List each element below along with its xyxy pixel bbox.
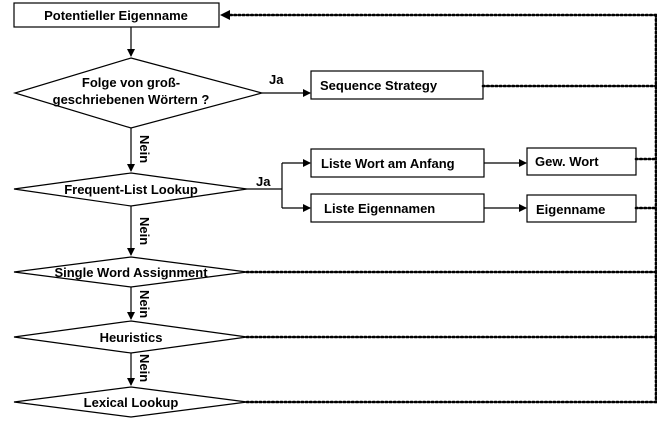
liste-wort-node: Liste Wort am Anfang <box>310 148 485 178</box>
liste-eigen-label: Liste Eigennamen <box>324 201 435 216</box>
decision-frequent-list-label: Frequent-List Lookup <box>64 182 198 197</box>
start-node-label: Potentieller Eigenname <box>44 8 188 23</box>
edge-label-ja-1: Ja <box>269 72 284 87</box>
feedback-lines <box>226 13 657 404</box>
decision-heuristics-label: Heuristics <box>100 330 163 345</box>
sequence-strategy-node: Sequence Strategy <box>310 70 484 100</box>
sequence-strategy-label: Sequence Strategy <box>320 78 438 93</box>
decision-lexical-lookup: Lexical Lookup <box>13 386 248 418</box>
start-node: Potentieller Eigenname <box>13 2 220 28</box>
edge-label-nein-3: Nein <box>137 290 152 318</box>
decision-uppercase-sequence: Folge von groß- geschriebenen Wörtern ? <box>12 57 265 129</box>
decision-single-word-label: Single Word Assignment <box>54 265 208 280</box>
eigenname-node: Eigenname <box>526 194 637 223</box>
decision-uppercase-sequence-line2: geschriebenen Wörtern ? <box>53 92 210 107</box>
decision-frequent-list: Frequent-List Lookup <box>13 172 248 207</box>
liste-eigen-node: Liste Eigennamen <box>310 193 485 223</box>
gew-wort-node: Gew. Wort <box>526 147 637 176</box>
eigenname-label: Eigenname <box>536 202 605 217</box>
edge-label-nein-2: Nein <box>137 217 152 245</box>
edge-label-nein-1: Nein <box>137 135 152 163</box>
feedback-arrowhead <box>220 10 230 20</box>
decision-lexical-lookup-label: Lexical Lookup <box>84 395 179 410</box>
decision-single-word: Single Word Assignment <box>13 256 248 288</box>
decision-heuristics: Heuristics <box>13 320 248 354</box>
liste-wort-label: Liste Wort am Anfang <box>321 156 455 171</box>
edge-label-nein-4: Nein <box>137 354 152 382</box>
edge-label-ja-2: Ja <box>256 174 271 189</box>
gew-wort-label: Gew. Wort <box>535 154 599 169</box>
decision-uppercase-sequence-line1: Folge von groß- <box>82 75 180 90</box>
